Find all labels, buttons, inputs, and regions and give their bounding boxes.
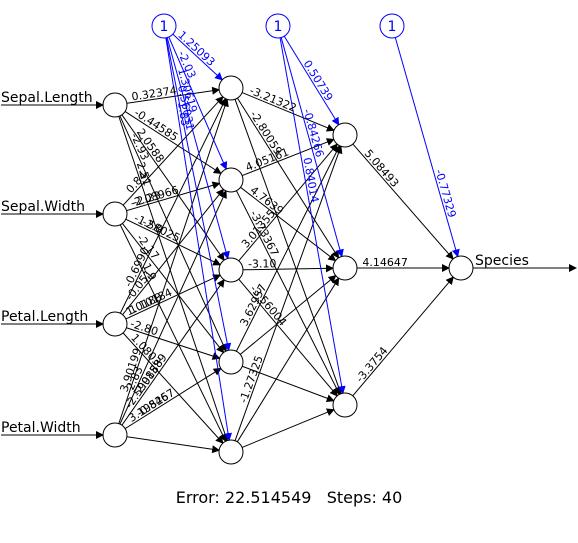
weight-label-h2-2-out: 4.14647 <box>362 256 408 269</box>
bias-label-h1-5: 1.83 <box>175 101 192 127</box>
weight-edge-h1-5-h2-2 <box>236 277 340 443</box>
bias-label-out: -0.77329 <box>432 168 458 219</box>
weight-edge-input4-h1-4 <box>124 367 222 430</box>
weight-edge-input2-h1-3 <box>125 218 222 266</box>
input-node-2 <box>102 201 128 227</box>
hidden2-node-2 <box>332 255 358 281</box>
weight-edge-input4-h1-5 <box>126 436 221 454</box>
weight-edge-input2-h1-2 <box>126 181 221 212</box>
bias-edge-h2-1 <box>283 35 340 126</box>
weight-edge-input3-h1-1 <box>119 97 227 314</box>
weight-edge-h1-3-h2-1 <box>238 143 338 262</box>
weight-label-input1-h1-1: 0.32374 <box>131 84 178 103</box>
training-summary: Error: 22.514549 Steps: 40 <box>0 488 578 507</box>
bias-edge-h1-3 <box>166 37 230 260</box>
edges-layer <box>118 33 577 454</box>
bias-edge-h1-1 <box>172 33 223 81</box>
weight-label-h1-2-h2-1: 4.05161 <box>244 145 291 174</box>
weight-label-h2-1-out: 5.08493 <box>362 147 402 190</box>
weight-edge-h1-3-h2-3 <box>238 278 338 397</box>
hidden1-node-1 <box>218 75 244 101</box>
weight-edge-input4-h1-3 <box>121 278 225 426</box>
bias-edge-h1-2 <box>168 36 228 170</box>
weight-edge-input4-h1-2 <box>119 190 227 425</box>
input-label-2: Sepal.Width <box>1 199 85 215</box>
steps-label: Steps: 40 <box>326 488 403 507</box>
input-node-1 <box>102 92 128 118</box>
weight-edge-input4-h1-1 <box>118 98 229 424</box>
weight-edge-input2-h1-1 <box>122 96 224 206</box>
weight-edge-input1-h1-5 <box>118 116 229 442</box>
weight-edge-input3-h1-4 <box>126 327 221 360</box>
bias-edge-h1-5 <box>165 37 232 442</box>
input-label-4: Petal.Width <box>1 420 81 436</box>
hidden1-node-2 <box>218 167 244 193</box>
weight-label-h1-3-h2-2: -3.10 <box>248 257 277 270</box>
weight-edge-h1-4-h2-3 <box>242 365 335 403</box>
weight-edge-h1-4-h2-1 <box>235 144 341 352</box>
weight-edge-input2-h1-4 <box>122 223 225 354</box>
weight-edge-input1-h1-1 <box>126 86 221 104</box>
bias-edge-h2-2 <box>280 37 344 258</box>
bias-node-label-2: 1 <box>274 19 283 35</box>
weight-edge-h1-5-h2-1 <box>234 145 343 441</box>
hidden1-node-5 <box>218 439 244 465</box>
hidden1-node-3 <box>218 257 244 283</box>
edge-labels-layer: 0.32374-0.445850.84-2.08966-1.58025-0.69… <box>118 28 459 425</box>
bias-node-label-3: 1 <box>388 19 397 35</box>
bias-label-h2-3: 0.84014 <box>300 157 321 204</box>
hidden1-node-4 <box>218 349 244 375</box>
bias-node-label-1: 1 <box>160 19 169 35</box>
bias-label-h2-1: 0.50739 <box>301 58 336 104</box>
input-labels-layer: Sepal.LengthSepal.WidthPetal.LengthPetal… <box>1 90 529 439</box>
weight-edge-input2-h1-5 <box>119 224 227 443</box>
hidden2-node-1 <box>332 122 358 148</box>
weight-edge-h1-2-h2-1 <box>241 138 335 177</box>
weight-edge-h1-1-h2-3 <box>234 99 343 395</box>
input-node-4 <box>102 422 128 448</box>
bias-edge-h1-4 <box>165 37 232 352</box>
weight-edge-input1-h1-3 <box>121 114 225 262</box>
weight-edge-input1-h1-2 <box>124 111 222 175</box>
bias-edge-h2-3 <box>279 37 346 395</box>
weight-edge-h2-1-out <box>352 143 454 260</box>
output-label: Species <box>475 253 529 269</box>
weight-edge-h1-1-h2-1 <box>241 92 335 132</box>
input-label-3: Petal.Length <box>1 309 88 325</box>
weight-edge-h1-5-h2-3 <box>241 408 335 448</box>
weight-edge-input1-h1-4 <box>119 115 227 352</box>
weight-label-h2-3-out: -3.3754 <box>353 344 390 385</box>
output-node <box>448 255 474 281</box>
bias-node-2 <box>265 13 291 39</box>
weight-edge-h1-1-h2-2 <box>236 97 340 259</box>
nodes-layer: 1 1 1 <box>102 13 474 465</box>
input-label-1: Sepal.Length <box>1 90 93 106</box>
weight-edge-input3-h1-5 <box>122 332 224 444</box>
weight-edge-input3-h1-2 <box>122 188 225 315</box>
bias-node-1 <box>151 13 177 39</box>
weight-edge-h1-4-h2-2 <box>239 274 337 355</box>
weight-edge-h1-3-h2-2 <box>242 264 335 273</box>
input-node-3 <box>102 311 128 337</box>
bias-edge-out <box>394 37 460 258</box>
hidden2-node-3 <box>332 392 358 418</box>
error-label: Error: 22.514549 <box>175 488 312 507</box>
weight-edge-h1-2-h2-2 <box>240 186 337 262</box>
weight-edge-h2-3-out <box>352 276 454 397</box>
bias-node-3 <box>379 13 405 39</box>
